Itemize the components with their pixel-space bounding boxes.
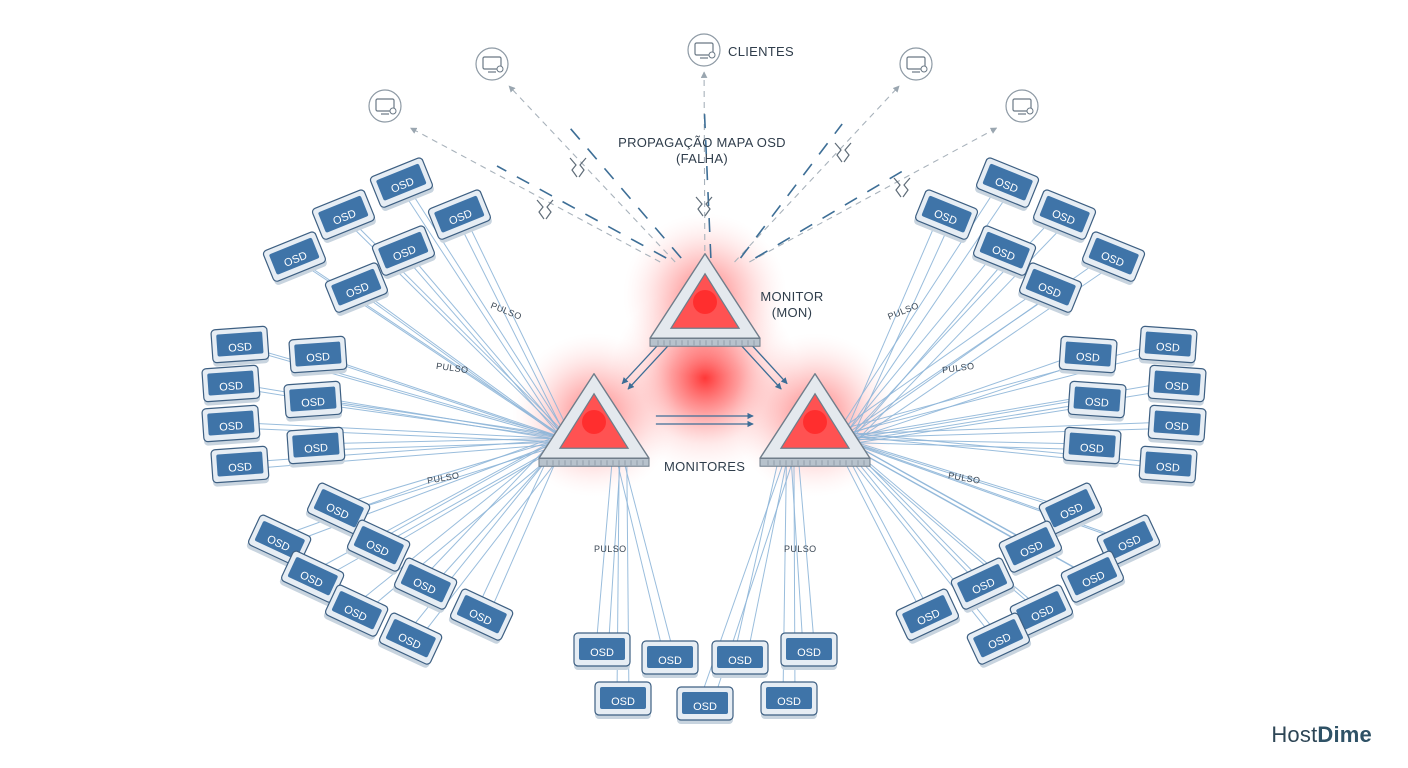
client-link — [735, 86, 900, 262]
osd-label: OSD — [219, 380, 244, 394]
client-link — [509, 86, 675, 262]
client-circle — [476, 48, 508, 80]
pulse-label: PULSO — [594, 544, 627, 554]
osd-label: OSD — [1165, 420, 1190, 434]
osd-label: OSD — [590, 647, 614, 659]
osd-node: OSD — [202, 365, 260, 406]
osd-node: OSD — [284, 381, 342, 422]
broken-link-icon — [537, 200, 553, 219]
pulse-link — [850, 428, 1183, 438]
client-node — [476, 48, 508, 80]
osd-label: OSD — [228, 461, 253, 475]
osd-node: OSD — [974, 157, 1040, 212]
propagation-label: PROPAGAÇÃO MAPA OSD (FALHA) — [612, 135, 792, 167]
clients-layer — [369, 34, 1038, 122]
osd-label: OSD — [1165, 380, 1190, 394]
osd-label: OSD — [658, 655, 682, 667]
broken-link-icon — [570, 158, 586, 177]
client-node — [688, 34, 720, 66]
osd-node: OSD — [1017, 262, 1083, 317]
osd-label: OSD — [1080, 442, 1105, 456]
pulse-link — [852, 255, 1010, 439]
osd-node: OSD — [202, 405, 260, 446]
osd-node: OSD — [950, 557, 1016, 614]
brand-logo-part2: Dime — [1317, 722, 1372, 747]
osd-node: OSD — [761, 682, 817, 719]
map-propagation-link — [755, 166, 911, 258]
osd-node: OSD — [1063, 427, 1121, 468]
monitors-label: MONITORES — [664, 459, 745, 475]
osd-node: OSD — [287, 427, 345, 468]
osd-node: OSD — [324, 262, 390, 317]
client-node — [369, 90, 401, 122]
pulse-label: PULSO — [784, 544, 817, 554]
client-circle — [900, 48, 932, 80]
osd-label: OSD — [304, 442, 329, 456]
osd-node: OSD — [677, 687, 733, 724]
monitor-core-glow — [582, 410, 606, 434]
broken-link-icon — [894, 178, 910, 197]
osd-node: OSD — [781, 633, 837, 670]
osd-label: OSD — [728, 655, 752, 667]
brand-logo: HostDime — [1271, 722, 1372, 748]
monitor-base — [650, 338, 760, 346]
pulse-link — [848, 388, 1183, 442]
osd-node: OSD — [1139, 326, 1197, 367]
client-node — [1006, 90, 1038, 122]
osd-node: OSD — [448, 588, 514, 645]
osd-node: OSD — [211, 446, 269, 487]
osd-label: OSD — [1076, 351, 1101, 365]
osd-node: OSD — [1068, 381, 1126, 422]
osd-node: OSD — [895, 588, 961, 645]
osd-node: OSD — [427, 189, 493, 244]
osd-label: OSD — [777, 696, 801, 708]
osd-label: OSD — [1156, 461, 1181, 475]
brand-logo-part1: Host — [1271, 722, 1317, 747]
monitor-base — [760, 458, 870, 466]
osd-node: OSD — [369, 157, 435, 212]
client-circle — [1006, 90, 1038, 122]
osd-node: OSD — [1148, 365, 1206, 406]
monitor-base — [539, 458, 649, 466]
osd-node: OSD — [913, 189, 979, 244]
osd-node: OSD — [211, 326, 269, 367]
client-circle — [688, 34, 720, 66]
clients-label: CLIENTES — [728, 44, 794, 60]
monitor-core-glow — [803, 410, 827, 434]
pulse-link — [851, 219, 952, 439]
osd-node: OSD — [1059, 336, 1117, 377]
osd-label: OSD — [611, 696, 635, 708]
monitor-label: MONITOR (MON) — [752, 289, 832, 321]
osd-node: OSD — [1148, 405, 1206, 446]
osd-node: OSD — [1139, 446, 1197, 487]
client-circle — [369, 90, 401, 122]
osd-label: OSD — [219, 420, 244, 434]
pulse-link — [338, 213, 565, 436]
osd-node: OSD — [595, 682, 651, 719]
osd-node: OSD — [712, 641, 768, 678]
osd-node: OSD — [289, 336, 347, 377]
osd-node: OSD — [1031, 189, 1097, 244]
osd-label: OSD — [306, 351, 331, 365]
client-node — [900, 48, 932, 80]
osd-label: OSD — [693, 701, 717, 713]
osd-label: OSD — [797, 647, 821, 659]
pulse-link — [845, 249, 998, 435]
osd-node: OSD — [1080, 231, 1146, 286]
osd-label: OSD — [301, 396, 326, 410]
osd-node: OSD — [371, 225, 437, 280]
pulse-link — [854, 219, 1070, 443]
osd-node: OSD — [392, 557, 458, 614]
osd-label: OSD — [228, 341, 253, 355]
osd-node: OSD — [574, 633, 630, 670]
monitor-core-glow — [693, 290, 717, 314]
osd-label: OSD — [1156, 341, 1181, 355]
osd-node: OSD — [262, 231, 328, 286]
pulse-link — [234, 440, 557, 463]
osd-node: OSD — [642, 641, 698, 678]
osd-label: OSD — [1085, 396, 1110, 410]
pulse-link — [234, 343, 561, 437]
